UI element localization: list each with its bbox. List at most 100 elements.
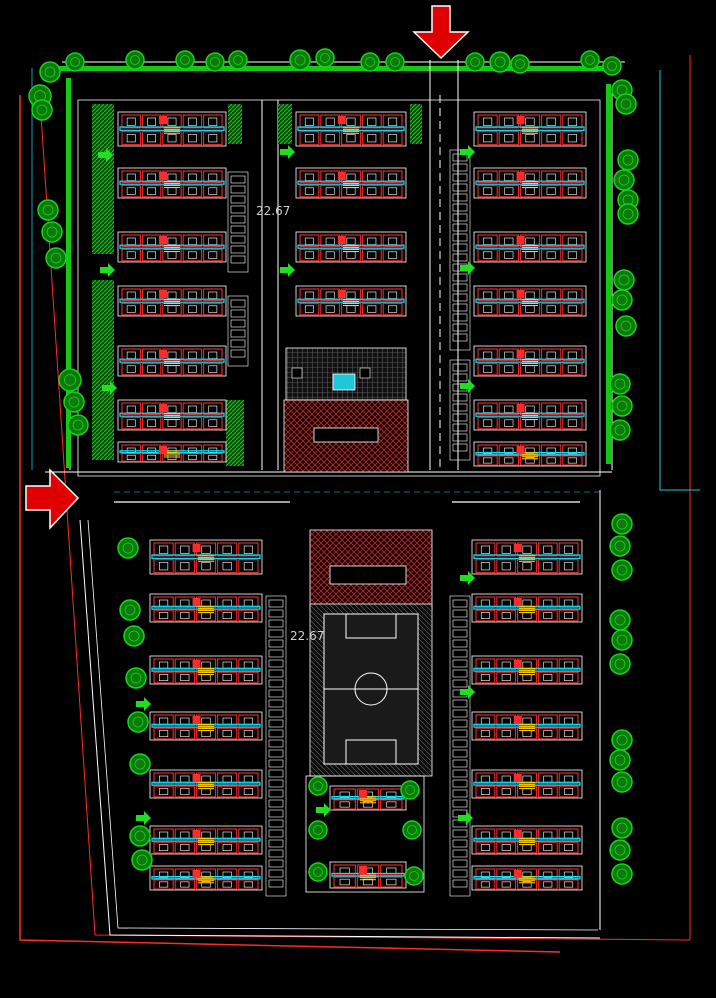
building-blocks [117, 111, 587, 897]
direction-arrows [98, 145, 475, 825]
tree-icon [205, 52, 225, 72]
tree-icon [37, 199, 59, 221]
tree-icon [613, 269, 635, 291]
direction-arrow-icon [280, 145, 295, 159]
tree-icon [39, 61, 61, 83]
tree-icon [580, 50, 600, 70]
direction-arrow-icon [136, 811, 151, 825]
building-block [295, 167, 407, 199]
direction-arrow-icon [102, 381, 117, 395]
building-block [473, 111, 587, 147]
tree-icon [385, 52, 405, 72]
tree-icon [609, 839, 631, 861]
tree-icon [615, 93, 637, 115]
tree-icon [58, 368, 82, 392]
building-block [149, 539, 263, 575]
building-block [295, 231, 407, 263]
tree-icon [609, 609, 631, 631]
tree-icon [404, 866, 424, 886]
tree-icon [609, 373, 631, 395]
building-block [471, 825, 583, 855]
tree-icon [360, 52, 380, 72]
tree-icon [602, 56, 622, 76]
tree-icon [617, 149, 639, 171]
tree-icon [611, 863, 633, 885]
site-boundary [19, 55, 700, 953]
tree-icon [510, 54, 530, 74]
tree-icon [308, 862, 328, 882]
tree-icon [609, 419, 631, 441]
tree-icon [611, 729, 633, 751]
tree-icon [31, 99, 53, 121]
direction-arrow-icon [458, 811, 473, 825]
sports-area [305, 529, 433, 893]
tree-icon [175, 50, 195, 70]
direction-arrow-icon [98, 148, 113, 162]
elevation-label-upper: 22.67 [256, 204, 290, 218]
trees [28, 48, 639, 886]
parking-strip [227, 295, 249, 367]
elevation-label-lower: 22.67 [290, 629, 324, 643]
building-block [295, 111, 407, 147]
building-block [473, 441, 587, 467]
direction-arrow-icon [460, 379, 475, 393]
tree-icon [117, 537, 139, 559]
building-block [149, 769, 263, 799]
building-block [471, 539, 583, 575]
tree-icon [308, 820, 328, 840]
building-block [473, 285, 587, 317]
building-block [329, 861, 407, 889]
tree-icon [45, 247, 67, 269]
building-block [471, 865, 583, 891]
building-block [471, 655, 583, 685]
building-block [149, 825, 263, 855]
parking-strip [449, 595, 471, 897]
parking-strip [227, 171, 249, 273]
entrance-arrow-icon [412, 5, 470, 60]
tree-icon [609, 535, 631, 557]
parking-strip [449, 149, 471, 351]
tree-icon [63, 391, 85, 413]
tree-icon [400, 780, 420, 800]
tree-icon [129, 825, 151, 847]
tree-icon [615, 315, 637, 337]
building-block [471, 769, 583, 799]
parking-strip [449, 359, 471, 461]
building-block [149, 593, 263, 623]
tree-icon [609, 749, 631, 771]
tree-icon [465, 52, 485, 72]
tree-icon [609, 653, 631, 675]
direction-arrow-icon [460, 685, 475, 699]
tree-icon [65, 52, 85, 72]
tree-icon [611, 559, 633, 581]
direction-arrow-icon [280, 263, 295, 277]
tree-icon [489, 51, 511, 73]
entrance-arrow-icon [25, 468, 80, 530]
building-block [473, 345, 587, 377]
building-block [295, 285, 407, 317]
direction-arrow-icon [460, 571, 475, 585]
tree-icon [129, 753, 151, 775]
tree-icon [611, 771, 633, 793]
building-block [149, 655, 263, 685]
building-block [471, 711, 583, 741]
building-block [471, 593, 583, 623]
direction-arrow-icon [316, 803, 331, 817]
building-block [329, 785, 407, 811]
tree-icon [617, 203, 639, 225]
tree-icon [228, 50, 248, 70]
green-verges [52, 66, 612, 477]
direction-arrow-icon [460, 261, 475, 275]
building-block [117, 285, 227, 317]
tree-icon [315, 48, 335, 68]
tree-icon [67, 414, 89, 436]
building-block [473, 231, 587, 263]
tree-icon [131, 849, 153, 871]
direction-arrow-icon [100, 263, 115, 277]
tree-icon [125, 50, 145, 70]
tree-icon [402, 820, 422, 840]
direction-arrow-icon [460, 145, 475, 159]
building-block [117, 441, 227, 463]
building-block [149, 865, 263, 891]
